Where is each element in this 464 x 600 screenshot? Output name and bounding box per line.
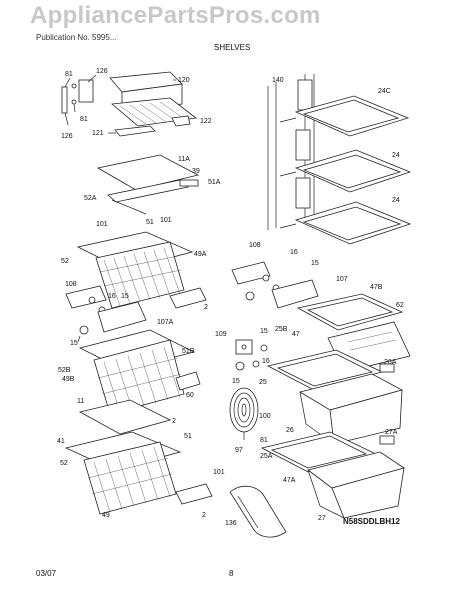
callout-101: 101 (213, 469, 225, 476)
callout-11: 11 (77, 398, 84, 405)
hinge-bracket-parts (61, 74, 97, 126)
bottom-wire-basket-49 (64, 431, 213, 515)
callout-15: 15 (260, 328, 268, 335)
callout-81: 81 (65, 71, 73, 78)
callout-100: 100 (259, 413, 271, 420)
callout-49A: 49A (194, 251, 207, 258)
callout-27: 27 (318, 515, 326, 522)
callout-108: 108 (65, 281, 77, 288)
callout-24C: 24C (378, 88, 391, 95)
callout-51: 51 (184, 433, 192, 440)
callout-107: 107 (336, 276, 348, 283)
upper-wire-basket-49A (76, 231, 207, 309)
callout-47A: 47A (283, 477, 296, 484)
glass-shelf-11A (96, 154, 200, 215)
deli-drawer-assembly (108, 71, 198, 137)
callout-120: 120 (178, 77, 190, 84)
callout-121: 121 (92, 130, 104, 137)
glass-panel-11 (78, 399, 172, 435)
callout-16: 16 (290, 249, 298, 256)
callout-15: 15 (121, 293, 129, 300)
callout-51B: 51B (182, 348, 195, 355)
diagram-model-code: N58SDDLBH12 (343, 517, 400, 526)
drawer-slide-26A (379, 363, 395, 373)
callout-39: 39 (192, 168, 200, 175)
left-rail-cover-107A (65, 285, 147, 343)
callout-2: 2 (204, 304, 208, 311)
glass-shelf-24-upper (279, 149, 412, 193)
callout-51A: 51A (208, 179, 221, 186)
heater-coil-100 (229, 387, 259, 440)
callout-25A: 25A (260, 453, 273, 460)
crisper-drawer-26 (298, 373, 404, 445)
callout-107A: 107A (157, 319, 174, 326)
callout-11A: 11A (178, 156, 190, 163)
callout-52A: 52A (84, 195, 97, 202)
callout-16: 16 (262, 358, 270, 365)
callout-labels: 81 126 120 81 126 121 122 11A 39 51A 52A… (57, 68, 404, 527)
glass-shelf-24C (279, 95, 410, 137)
callout-126: 126 (61, 133, 73, 140)
callout-15: 15 (70, 340, 78, 347)
callout-126: 126 (96, 68, 108, 75)
callout-81: 81 (260, 437, 268, 444)
callout-101: 101 (96, 221, 108, 228)
callout-97: 97 (235, 447, 243, 454)
drawer-slide-27A (379, 435, 395, 445)
section-title: SHELVES (214, 43, 251, 52)
callout-26A: 26A (384, 359, 397, 366)
callout-49B: 49B (62, 376, 75, 383)
right-rail-cover-107 (231, 261, 319, 309)
callout-52: 52 (60, 460, 68, 467)
callout-47: 47 (292, 331, 300, 338)
callout-47B: 47B (370, 284, 383, 291)
page-number: 8 (229, 569, 234, 578)
callout-25: 25 (259, 379, 267, 386)
callout-24: 24 (392, 197, 400, 204)
callout-62: 62 (396, 302, 404, 309)
callout-41: 41 (57, 438, 65, 445)
callout-26: 26 (286, 427, 294, 434)
callout-52: 52 (61, 258, 69, 265)
callout-81: 81 (80, 116, 88, 123)
crisper-drawer-27 (307, 451, 405, 519)
site-watermark: AppliancePartsPros.com (30, 2, 321, 29)
callout-122: 122 (200, 118, 212, 125)
callout-15: 15 (232, 378, 240, 385)
callout-25B: 25B (275, 326, 288, 333)
callout-109: 109 (215, 331, 227, 338)
callout-51: 51 (146, 219, 154, 226)
callout-49: 49 (102, 512, 110, 519)
callout-140: 140 (272, 77, 284, 84)
callout-27A: 27A (385, 429, 398, 436)
callout-60: 60 (186, 392, 194, 399)
callout-108: 108 (249, 242, 261, 249)
callout-16: 16 (108, 293, 116, 300)
callout-2: 2 (202, 512, 206, 519)
callout-101: 101 (160, 217, 172, 224)
lower-wire-basket-49B (78, 329, 201, 415)
callout-15: 15 (311, 260, 319, 267)
cabinet-side-rails (267, 74, 315, 230)
callout-24: 24 (392, 152, 400, 159)
callout-2: 2 (172, 418, 176, 425)
callout-136: 136 (225, 520, 237, 527)
footer-date: 03/07 (36, 569, 57, 578)
humidity-control-parts (235, 339, 268, 371)
publication-header: Publication No. 5995... (36, 33, 117, 42)
bottom-trim-cover-136 (229, 485, 287, 538)
callout-52B: 52B (58, 367, 71, 374)
glass-shelf-24-lower (279, 201, 412, 245)
